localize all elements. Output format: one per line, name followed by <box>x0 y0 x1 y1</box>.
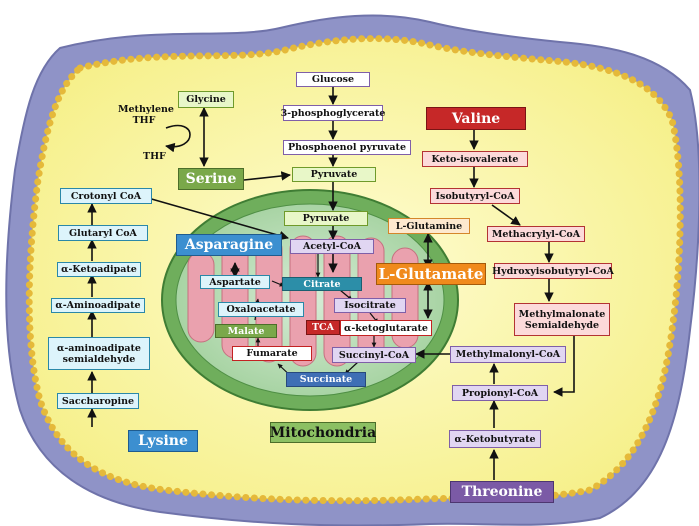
isocitrate-box: Isocitrate <box>334 298 406 313</box>
oxaloacetate-box: Oxaloacetate <box>218 302 304 317</box>
saccharopine-box: Saccharopine <box>57 393 139 409</box>
pyruvate-cyto-box: Pyruvate <box>292 167 376 182</box>
keto-isovalerate-box: Keto-isovalerate <box>422 151 528 167</box>
acetyl-coa-box: Acetyl-CoA <box>290 239 374 254</box>
methacrylyl-coa-box: Methacrylyl-CoA <box>487 226 585 242</box>
aminoadipate-semialdehyde-box: α-aminoadipate semialdehyde <box>48 337 150 370</box>
succinate-box: Succinate <box>286 372 366 387</box>
citrate-box: Citrate <box>282 277 362 291</box>
aspartate-box: Aspartate <box>200 275 270 289</box>
pyruvate-mito-box: Pyruvate <box>284 211 368 226</box>
alpha-aminoadipate-box: α-Aminoadipate <box>51 298 145 313</box>
alpha-ketoadipate-box: α-Ketoadipate <box>57 262 141 277</box>
hydroxyisobutyryl-coa-box: Hydroxyisobutyryl-CoA <box>492 263 614 279</box>
alpha-ketobutyrate-box: α-Ketobutyrate <box>449 430 541 448</box>
membrane-beads <box>25 35 684 505</box>
methylene-thf-label: Methylene THF <box>118 104 174 126</box>
malate-box: Malate <box>215 324 277 338</box>
threonine-label: Threonine <box>450 481 554 503</box>
lysine-label: Lysine <box>128 430 198 452</box>
glycine-box: Glycine <box>178 91 234 108</box>
methylmalonate-semialdehyde-box: Methylmalonate Semialdehyde <box>514 303 610 336</box>
crotonyl-coa-box: Crotonyl CoA <box>60 188 152 204</box>
methylmalonyl-coa-box: Methylmalonyl-CoA <box>450 346 566 363</box>
alpha-ketoglutarate-box: α-ketoglutarate <box>340 320 432 336</box>
l-glutamine-box: L-Glutamine <box>388 218 470 234</box>
valine-label: Valine <box>426 107 526 130</box>
isobutyryl-coa-box: Isobutyryl-CoA <box>430 188 520 204</box>
propionyl-coa-box: Propionyl-CoA <box>452 385 548 401</box>
tca-label: TCA <box>306 320 340 335</box>
fumarate-box: Fumarate <box>232 346 312 361</box>
glucose-box: Glucose <box>296 72 370 87</box>
glutaryl-coa-box: Glutaryl CoA <box>58 225 148 241</box>
serine-label: Serine <box>178 168 244 190</box>
3-phosphoglycerate-box: 3-phosphoglycerate <box>281 105 385 121</box>
phosphoenol-pyruvate-box: Phosphoenol pyruvate <box>283 140 411 155</box>
thf-label: THF <box>143 151 166 162</box>
l-glutamate-label: L-Glutamate <box>376 263 486 285</box>
asparagine-label: Asparagine <box>176 234 282 256</box>
succinyl-coa-box: Succinyl-CoA <box>332 347 416 363</box>
mitochondria-label: Mitochondria <box>270 422 376 443</box>
